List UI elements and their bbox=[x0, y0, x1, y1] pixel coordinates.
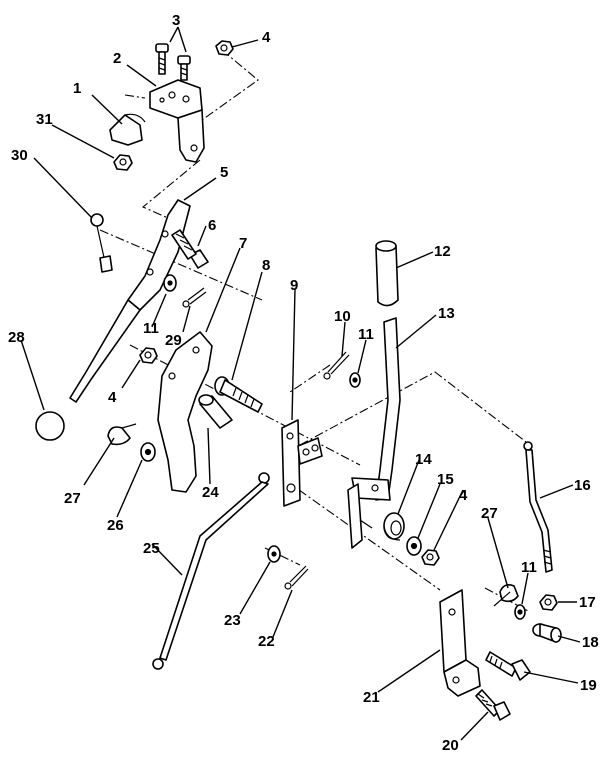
part-11-washer-b bbox=[349, 372, 361, 388]
callout-labels: 1 2 3 4 5 6 7 8 9 10 11 12 13 14 15 16 1… bbox=[8, 12, 599, 754]
part-28-ring bbox=[35, 411, 65, 441]
callout-30: 30 bbox=[11, 147, 28, 164]
part-14-bushing bbox=[383, 512, 405, 541]
part-25-link-rod bbox=[152, 472, 270, 670]
callout-27-right: 27 bbox=[481, 505, 498, 522]
callout-8: 8 bbox=[262, 257, 270, 274]
part-27-clip-right bbox=[493, 584, 519, 607]
callout-4-top: 4 bbox=[262, 29, 271, 46]
part-20-bolt bbox=[475, 689, 511, 721]
callout-20: 20 bbox=[442, 737, 459, 754]
part-11-washer-a bbox=[163, 274, 177, 292]
leader-lines bbox=[20, 26, 581, 741]
callout-11-right: 11 bbox=[521, 559, 537, 576]
callout-23: 23 bbox=[224, 612, 241, 629]
part-21-bracket bbox=[439, 589, 481, 697]
part-24-spacer bbox=[198, 394, 233, 429]
callout-12: 12 bbox=[434, 243, 451, 260]
callout-1: 1 bbox=[73, 80, 81, 97]
callout-5: 5 bbox=[220, 164, 228, 181]
part-29-cotter-pin bbox=[182, 287, 207, 308]
part-18-ferrule bbox=[532, 623, 562, 643]
callout-26: 26 bbox=[107, 517, 124, 534]
callout-25: 25 bbox=[143, 540, 160, 557]
part-22-cotter-pin bbox=[284, 565, 309, 590]
callout-15: 15 bbox=[437, 471, 454, 488]
callout-18: 18 bbox=[582, 634, 599, 651]
callout-31: 31 bbox=[36, 111, 53, 128]
callout-11-left: 11 bbox=[143, 320, 159, 337]
callout-29: 29 bbox=[165, 332, 182, 349]
callout-14: 14 bbox=[415, 451, 432, 468]
callout-11-middle: 11 bbox=[358, 326, 374, 343]
part-30-rod-end bbox=[90, 213, 113, 273]
part-15-washer bbox=[406, 536, 422, 556]
assembly-lines bbox=[99, 49, 531, 613]
part-9-link bbox=[297, 437, 323, 465]
callout-21: 21 bbox=[363, 689, 380, 706]
part-9-pivot-plate bbox=[281, 419, 301, 507]
callout-19: 19 bbox=[580, 677, 597, 694]
callout-3: 3 bbox=[172, 12, 180, 29]
callout-13: 13 bbox=[438, 305, 455, 322]
callout-9: 9 bbox=[290, 277, 298, 294]
part-1-clip bbox=[109, 113, 146, 146]
callout-22: 22 bbox=[258, 633, 275, 650]
part-16-rod bbox=[523, 441, 553, 573]
part-11-washer-c bbox=[514, 604, 526, 620]
part-6-bolt bbox=[171, 229, 209, 269]
part-4-nut-right bbox=[421, 549, 440, 566]
callout-4-right: 4 bbox=[459, 487, 468, 504]
callout-16: 16 bbox=[574, 477, 591, 494]
part-19-bolt bbox=[485, 651, 531, 681]
part-4-nut-left bbox=[139, 347, 158, 364]
part-7-pedal-lever bbox=[157, 331, 213, 493]
callout-4-left: 4 bbox=[108, 389, 117, 406]
callout-28: 28 bbox=[8, 329, 25, 346]
callout-6: 6 bbox=[208, 217, 216, 234]
part-8-bolt bbox=[214, 376, 263, 413]
part-3-screws bbox=[155, 43, 191, 81]
part-17-nut bbox=[539, 594, 558, 611]
part-23-washer bbox=[267, 545, 281, 563]
part-26-washer bbox=[140, 442, 156, 462]
callout-2: 2 bbox=[113, 50, 121, 67]
part-2-mounting-bracket bbox=[149, 79, 205, 163]
callout-27-left: 27 bbox=[64, 490, 81, 507]
callout-10: 10 bbox=[334, 308, 351, 325]
part-12-grip bbox=[375, 240, 399, 307]
callout-17: 17 bbox=[579, 594, 596, 611]
part-31-nut bbox=[113, 154, 133, 171]
callout-7: 7 bbox=[239, 235, 247, 252]
callout-24: 24 bbox=[202, 484, 219, 501]
part-5-lever bbox=[69, 199, 191, 403]
part-4-nut-top bbox=[215, 40, 234, 56]
part-10-cotter-pin bbox=[323, 351, 350, 380]
part-13-shift-lever bbox=[347, 317, 401, 549]
